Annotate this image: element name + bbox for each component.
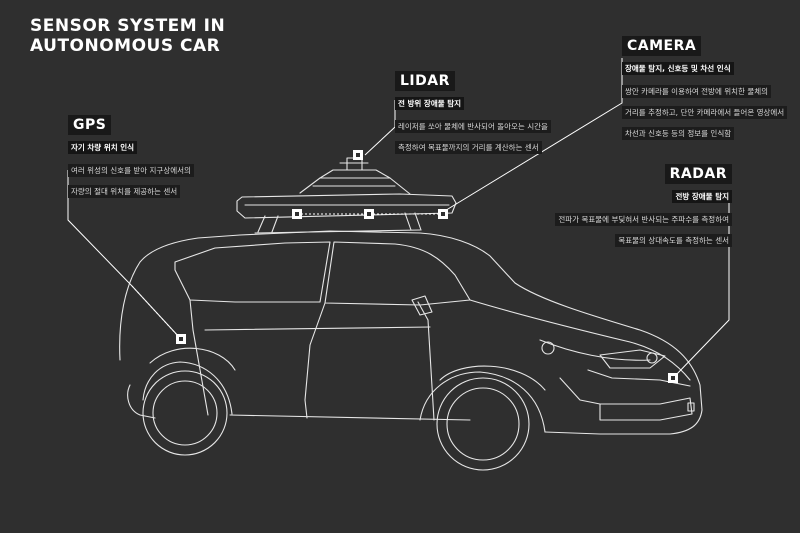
rear-wheel	[142, 370, 228, 456]
radar-desc-line: 전파가 목표물에 부딪혀서 반사되는 주파수를 측정하여	[555, 213, 732, 226]
gps-leader-dotted	[131, 285, 179, 337]
lidar-desc-line: 레이저를 쏘아 물체에 반사되어 돌아오는 시간을	[395, 120, 551, 133]
lidar-callout: LIDAR 전 방위 장애물 탐지 레이저를 쏘아 물체에 반사되어 돌아오는 …	[395, 70, 551, 156]
radar-subtitle: 전방 장애물 탐지	[672, 190, 732, 203]
radar-desc-line: 목표물의 상대속도를 측정하는 센서	[615, 234, 732, 247]
lidar-desc-line: 측정하여 목표물까지의 거리를 계산하는 센서	[395, 141, 542, 154]
camera-desc-line: 차선과 신호등 등의 정보를 인식함	[622, 127, 735, 140]
lidar-description: 레이저를 쏘아 물체에 반사되어 돌아오는 시간을 측정하여 목표물까지의 거리…	[395, 114, 551, 156]
title-line-1: SENSOR SYSTEM IN	[30, 16, 226, 36]
radar-leader-line	[674, 190, 730, 377]
camera-callout: CAMERA 장애물 탐지, 신호등 및 차선 인식 쌍안 카메라를 이용하여 …	[622, 35, 788, 142]
lidar-leader-line	[364, 100, 396, 156]
gps-description: 여러 위성의 신호를 받아 지구상에서의 자량의 절대 위치를 제공하는 센서	[68, 158, 194, 200]
sensor-marker-icon	[176, 334, 186, 344]
sensor-marker-icon	[364, 209, 374, 219]
radar-label: RADAR	[664, 164, 732, 184]
front-wheel	[436, 377, 530, 471]
gps-label: GPS	[68, 115, 112, 135]
camera-subtitle: 장애물 탐지, 신호등 및 차선 인식	[622, 62, 734, 75]
gps-desc-line: 자량의 절대 위치를 제공하는 센서	[68, 185, 181, 198]
sensor-marker-icon	[438, 209, 448, 219]
lidar-pod	[236, 157, 457, 233]
radar-description: 전파가 목표물에 부딪혀서 반사되는 주파수를 측정하여 목표물의 상대속도를 …	[555, 207, 732, 249]
lidar-subtitle: 전 방위 장애물 탐지	[395, 97, 465, 110]
camera-label: CAMERA	[622, 36, 702, 56]
camera-desc-line: 쌍안 카메라를 이용하여 전방에 위치한 물체의	[622, 85, 772, 98]
sensor-markers	[176, 150, 678, 383]
page-title: SENSOR SYSTEM IN AUTONOMOUS CAR	[30, 16, 225, 56]
radar-callout: RADAR 전방 장애물 탐지 전파가 목표물에 부딪혀서 반사되는 주파수를 …	[555, 163, 732, 249]
gps-subtitle: 자기 차량 위치 인식	[68, 141, 138, 154]
lidar-label: LIDAR	[395, 71, 455, 91]
car-body	[119, 230, 703, 435]
sensor-marker-icon	[668, 373, 678, 383]
gps-desc-line: 여러 위성의 신호를 받아 지구상에서의	[68, 164, 194, 177]
title-line-2: AUTONOMOUS CAR	[30, 36, 221, 56]
sensor-marker-icon	[292, 209, 302, 219]
sensor-marker-icon	[353, 150, 363, 160]
camera-desc-line: 거리를 추정하고, 단안 카메라에서 들어온 영상에서	[622, 106, 788, 119]
camera-description: 쌍안 카메라를 이용하여 전방에 위치한 물체의 거리를 추정하고, 단안 카메…	[622, 79, 788, 142]
gps-callout: GPS 자기 차량 위치 인식 여러 위성의 신호를 받아 지구상에서의 자량의…	[68, 114, 194, 200]
